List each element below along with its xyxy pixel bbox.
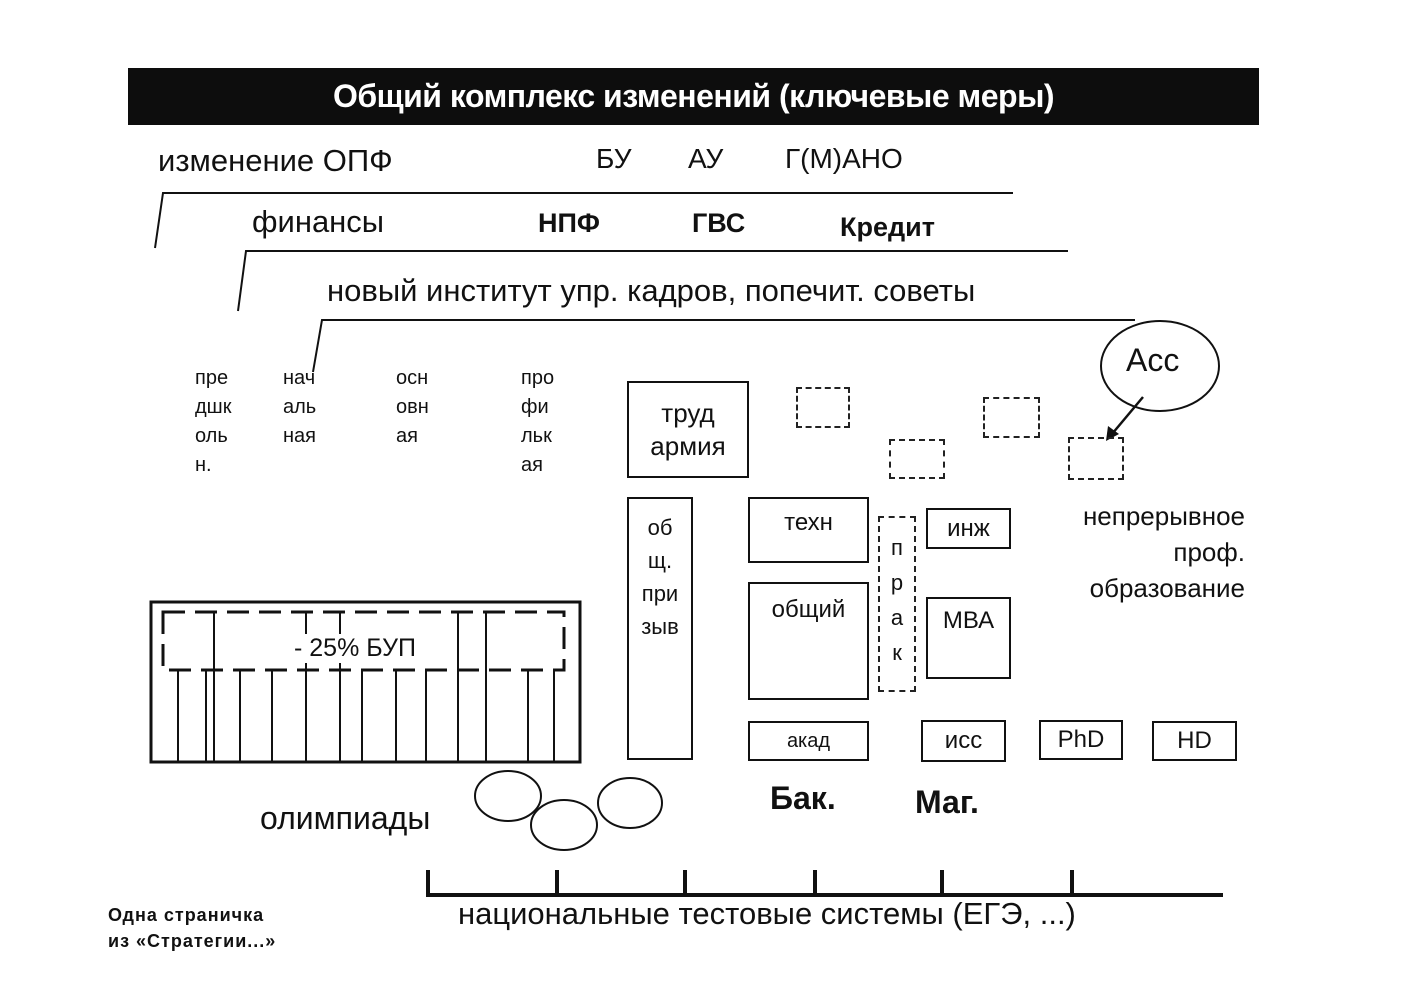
olympiad-circle-2 (530, 799, 598, 851)
level-primary: нач аль ная (283, 367, 317, 447)
bup-dashed-frame (161, 610, 566, 672)
page-title: Общий комплекс изменений (ключевые меры) (332, 78, 1055, 114)
box-tehn-label: техн (784, 509, 833, 536)
box-hd: HD (1152, 721, 1237, 761)
timeline-label: национальные тестовые системы (ЕГЭ, ...) (458, 896, 1076, 931)
level-basic: осн овн ая (396, 367, 429, 447)
bup-label: - 25% БУП (290, 634, 420, 663)
acc-ellipse (1100, 320, 1220, 412)
box-obsch-prizyv-label: об щ. при зыв (641, 515, 679, 639)
box-iss: исс (921, 720, 1006, 762)
level-preschool: пре дшк оль н. (195, 367, 232, 476)
acc-arrow-line (1111, 396, 1144, 435)
dashed-box-3 (889, 439, 945, 479)
dashed-box-2 (983, 397, 1040, 438)
box-obschiy-label: общий (771, 596, 846, 623)
box-obschiy: общий (748, 582, 869, 700)
row-item-gmano: Г(М)АНО (785, 143, 903, 174)
box-iss-label: исс (944, 727, 983, 754)
olympiad-circle-1 (474, 770, 542, 822)
bracket-line-row3 (312, 319, 1135, 373)
box-mba-label: МВА (942, 607, 995, 634)
footnote: Одна страничка из «Стратегии...» (108, 905, 277, 951)
bup-outer-frame (149, 600, 582, 764)
olympiad-circle-3 (597, 777, 663, 829)
box-trud-armia-label: труд армия (650, 397, 726, 461)
row-item-credit: Кредит (840, 212, 935, 242)
box-obsch-prizyv: об щ. при зыв (627, 497, 693, 760)
box-phd: PhD (1039, 720, 1123, 760)
box-phd-label: PhD (1057, 726, 1105, 753)
row-item-npf: НПФ (538, 208, 600, 238)
box-inzh: инж (926, 508, 1011, 549)
acc-label: Асс (1126, 342, 1180, 378)
timeline-ticks (426, 870, 1074, 895)
row-label-opf: изменение ОПФ (158, 143, 393, 178)
box-mba: МВА (926, 597, 1011, 679)
row-item-au: АУ (688, 143, 724, 174)
olympiads-label: олимпиады (260, 800, 431, 836)
title-bar: Общий комплекс изменений (ключевые меры) (128, 68, 1259, 125)
box-tehn: техн (748, 497, 869, 563)
box-trud-armia: труд армия (627, 381, 749, 478)
box-akad: акад (748, 721, 869, 761)
dashed-box-4 (1068, 437, 1124, 480)
dashed-box-1 (796, 387, 850, 428)
box-prak-label: п р а к (890, 535, 904, 665)
degree-bak-label: Бак. (770, 780, 836, 816)
level-profile: про фи льк ая (521, 367, 555, 476)
box-hd-label: HD (1177, 727, 1212, 754)
row-label-finance: финансы (252, 204, 385, 239)
continuous-education-label: непрерывное проф. образование (1082, 501, 1245, 603)
bracket-line-row1 (154, 192, 1013, 249)
degree-mag-label: Маг. (915, 784, 979, 820)
box-inzh-label: инж (947, 514, 990, 542)
box-akad-label: акад (786, 729, 831, 752)
bracket-line-row2 (237, 250, 1068, 312)
row-item-bu: БУ (596, 143, 632, 174)
box-prak: п р а к (878, 516, 916, 692)
row-item-gvs: ГВС (692, 208, 746, 238)
row-label-hr-institute: новый институт упр. кадров, попечит. сов… (327, 273, 976, 308)
